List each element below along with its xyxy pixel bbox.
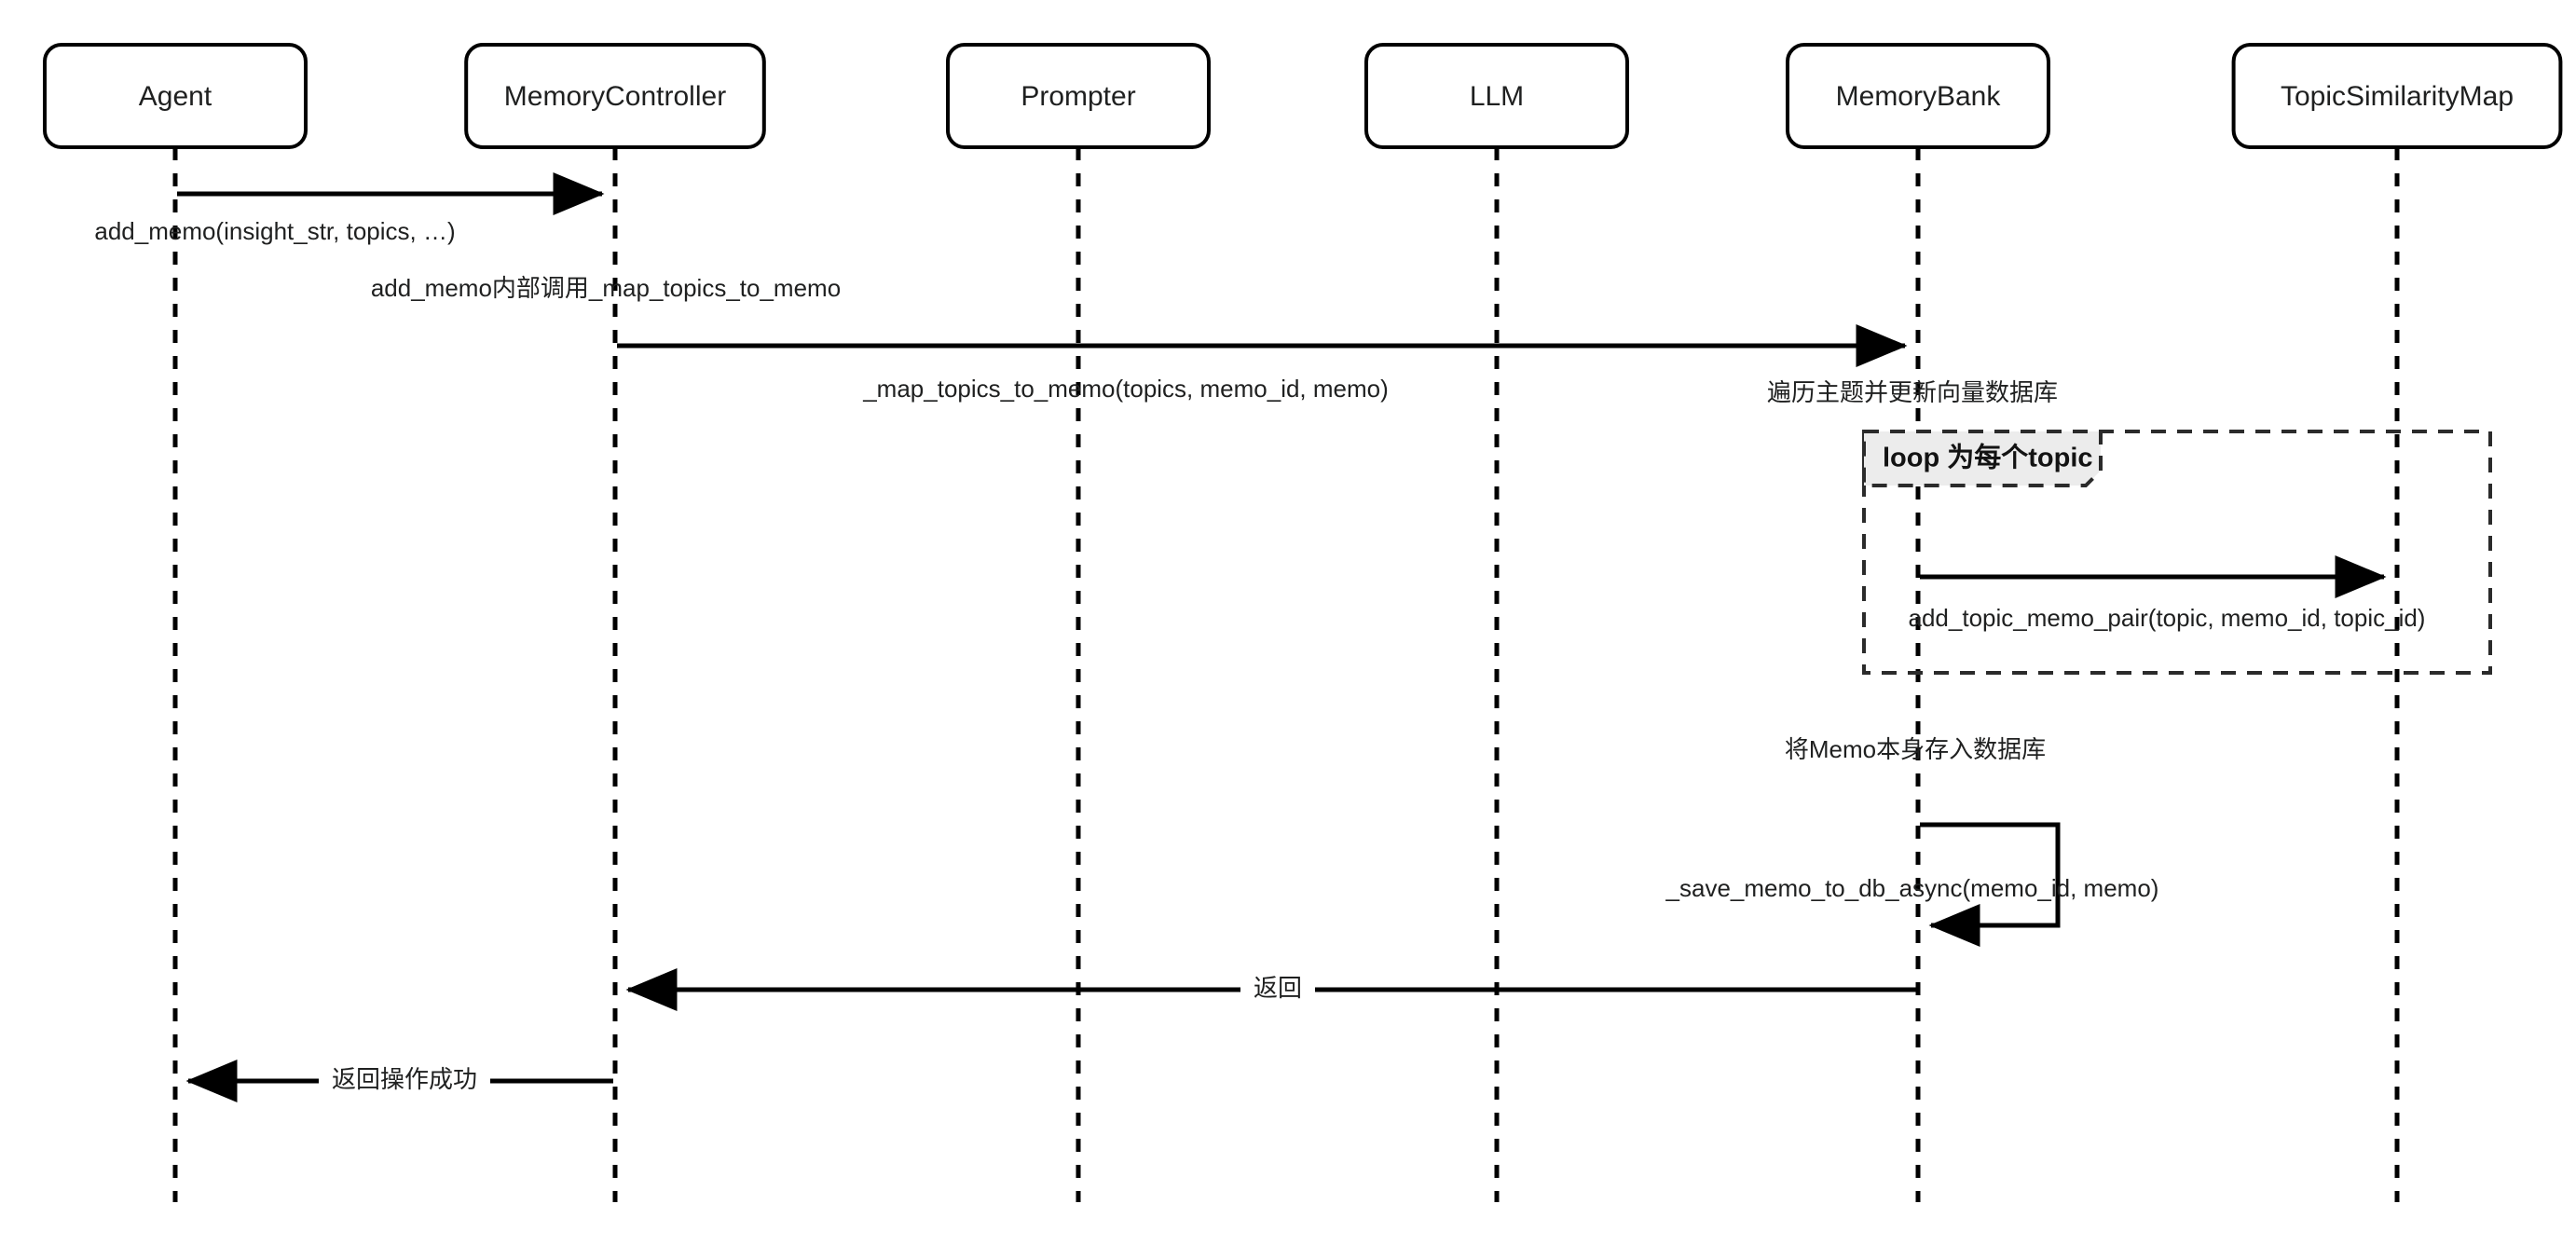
participant-controller[interactable]: MemoryController (464, 43, 766, 149)
message-msg-5: 返回 (625, 968, 1916, 1011)
participant-box-prompter[interactable] (946, 43, 1211, 149)
message-label: _map_topics_to_memo(topics, memo_id, mem… (862, 375, 1389, 403)
message-msg-1: add_memo(insight_str, topics, …) (94, 172, 605, 245)
fragment-loop-1: loop 为每个topic (1862, 430, 2492, 675)
loop-tab (1862, 430, 2103, 487)
message-label: 返回操作成功 (332, 1065, 477, 1093)
participant-topicmap[interactable]: TopicSimilarityMap (2231, 43, 2563, 149)
participants-layer: Agent MemoryController Prompter LLM MemoryBa… (43, 43, 2563, 149)
message-label-backdrop (1240, 971, 1315, 1008)
loop-frame (1862, 430, 2492, 675)
participant-box-agent[interactable] (43, 43, 308, 149)
participant-box-controller[interactable] (464, 43, 766, 149)
participant-agent[interactable]: Agent (43, 43, 308, 149)
messages-layer: add_memo(insight_str, topics, …) _map_top… (94, 172, 2426, 1102)
message-label: add_memo(insight_str, topics, …) (94, 217, 455, 245)
participant-box-llm[interactable] (1364, 43, 1629, 149)
message-msg-3: add_topic_memo_pair(topic, memo_id, topi… (1909, 555, 2426, 632)
fragments-layer: loop 为每个topic (1862, 430, 2492, 675)
note-note-3: 将Memo本身存入数据库 (1785, 735, 2046, 763)
message-msg-2: _map_topics_to_memo(topics, memo_id, mem… (617, 324, 1908, 403)
message-label: _save_memo_to_db_async(memo_id, memo) (1665, 874, 2159, 902)
participant-label-agent: Agent (139, 81, 212, 112)
lifelines-layer (172, 147, 2400, 1202)
participant-prompter[interactable]: Prompter (946, 43, 1211, 149)
participant-label-bank: MemoryBank (1836, 81, 2002, 112)
participant-label-llm: LLM (1470, 81, 1524, 112)
participant-label-topicmap: TopicSimilarityMap (2281, 81, 2514, 112)
participant-label-prompter: Prompter (1021, 81, 1135, 112)
message-msg-4: _save_memo_to_db_async(memo_id, memo) (1665, 822, 2159, 947)
loop-label: loop 为每个topic (1883, 442, 2093, 473)
message-label: 返回 (1254, 974, 1302, 1002)
note-note-2: 遍历主题并更新向量数据库 (1767, 378, 2058, 406)
note-note-1: add_memo内部调用_map_topics_to_memo (371, 274, 841, 302)
participant-box-bank[interactable] (1786, 43, 2050, 149)
participant-bank[interactable]: MemoryBank (1786, 43, 2050, 149)
message-label: add_topic_memo_pair(topic, memo_id, topi… (1909, 604, 2426, 632)
participant-llm[interactable]: LLM (1364, 43, 1629, 149)
notes-layer: add_memo内部调用_map_topics_to_memo 遍历主题并更新向量… (371, 274, 2058, 763)
participant-box-topicmap[interactable] (2231, 43, 2563, 149)
message-label-backdrop (319, 1062, 490, 1100)
message-msg-6: 返回操作成功 (185, 1060, 613, 1102)
message-arrow-self (1920, 822, 2061, 947)
participant-label-controller: MemoryController (504, 81, 726, 112)
